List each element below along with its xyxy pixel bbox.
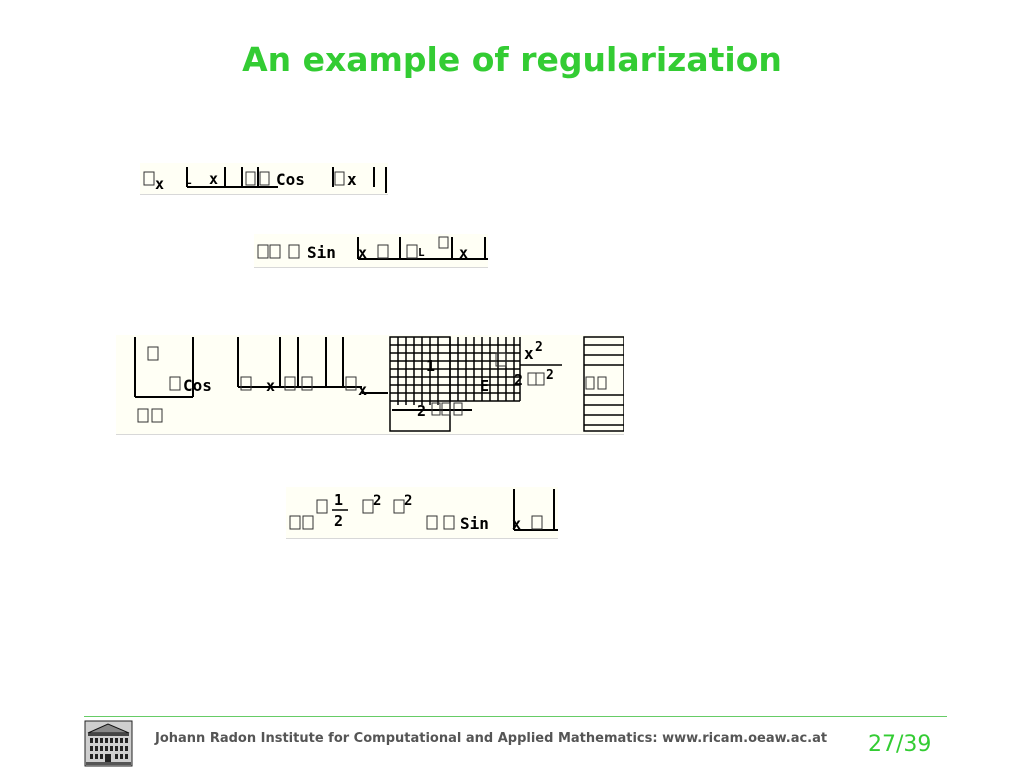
formula-4: 1 2 2 2 Sin x [286, 487, 558, 539]
formula-3-x1: x [266, 377, 275, 395]
missing-glyph-icon [169, 376, 181, 391]
formula-2-x1: x [358, 244, 367, 262]
formula-4-sin: Sin [460, 514, 489, 533]
missing-glyph-icon [362, 499, 374, 514]
formula-3: Cos x x [116, 335, 624, 435]
formula-3-sup2: 2 [535, 340, 543, 355]
missing-glyph-icon [143, 171, 155, 186]
missing-glyph-icon [431, 402, 441, 416]
institute-building-icon [84, 719, 133, 767]
formula-2-render: Sin x L x [257, 236, 488, 262]
formula-1: x L x Cos x [140, 163, 388, 195]
page-number: 27/39 [868, 732, 932, 757]
formula-3-render: Cos x x [134, 336, 624, 432]
missing-glyph-icon [301, 376, 313, 391]
missing-glyph-icon [453, 402, 463, 416]
formula-3-two-bottom: 2 [417, 402, 426, 420]
missing-glyph-icon [289, 515, 301, 530]
missing-glyph-icon [316, 499, 328, 514]
formula-1-cos: Cos [276, 170, 305, 189]
formula-2: Sin x L x [254, 234, 488, 268]
formula-1-render: x L x Cos x [143, 167, 387, 193]
missing-glyph-icon [441, 402, 451, 416]
missing-glyph-icon [288, 244, 300, 259]
missing-glyph-icon [531, 515, 543, 530]
formula-3-E: E [480, 377, 489, 395]
formula-1-x2: x [347, 170, 357, 189]
formula-3-one: 1 [426, 357, 435, 375]
missing-glyph-icon [377, 244, 389, 259]
formula-1-L: L [185, 174, 192, 187]
missing-glyph-icon [393, 499, 405, 514]
formula-1-sub-x: x [155, 175, 164, 193]
missing-glyph-icon [426, 515, 438, 530]
missing-glyph-icon [137, 408, 149, 423]
formula-4-den: 2 [334, 512, 343, 530]
formula-4-render: 1 2 2 2 Sin x [289, 489, 558, 533]
missing-glyph-icon [406, 244, 418, 259]
formula-4-x: x [512, 515, 521, 533]
missing-glyph-icon [259, 171, 270, 186]
missing-glyph-icon [527, 372, 537, 386]
missing-glyph-icon [597, 376, 607, 390]
formula-3-sup2b: 2 [546, 368, 554, 383]
missing-glyph-icon [257, 244, 269, 259]
formula-3-x-sub: x [358, 381, 367, 399]
missing-glyph-icon [245, 171, 256, 186]
missing-glyph-icon [438, 236, 449, 249]
formula-3-two-den: 2 [514, 371, 523, 389]
slide-title: An example of regularization [242, 40, 782, 79]
formula-3-x-sq: x [524, 344, 534, 363]
footer-divider [84, 716, 947, 717]
missing-glyph-icon [495, 352, 507, 367]
footer-institute-text: Johann Radon Institute for Computational… [155, 731, 828, 746]
formula-2-x2: x [459, 244, 468, 262]
missing-glyph-icon [443, 515, 455, 530]
missing-glyph-icon [147, 346, 159, 361]
missing-glyph-icon [302, 515, 314, 530]
missing-glyph-icon [269, 244, 281, 259]
missing-glyph-icon [535, 372, 545, 386]
missing-glyph-icon [240, 376, 252, 391]
formula-1-x1: x [209, 170, 218, 188]
formula-3-cos: Cos [183, 376, 212, 395]
formula-4-sup-a: 2 [373, 493, 381, 509]
formula-4-sup-b: 2 [404, 493, 412, 509]
formula-2-sin: Sin [307, 243, 336, 262]
formula-4-num: 1 [334, 491, 343, 509]
missing-glyph-icon [151, 408, 163, 423]
formula-2-L: L [418, 246, 425, 259]
missing-glyph-icon [345, 376, 357, 391]
missing-glyph-icon [334, 171, 345, 186]
missing-glyph-icon [284, 376, 296, 391]
missing-glyph-icon [585, 376, 595, 390]
